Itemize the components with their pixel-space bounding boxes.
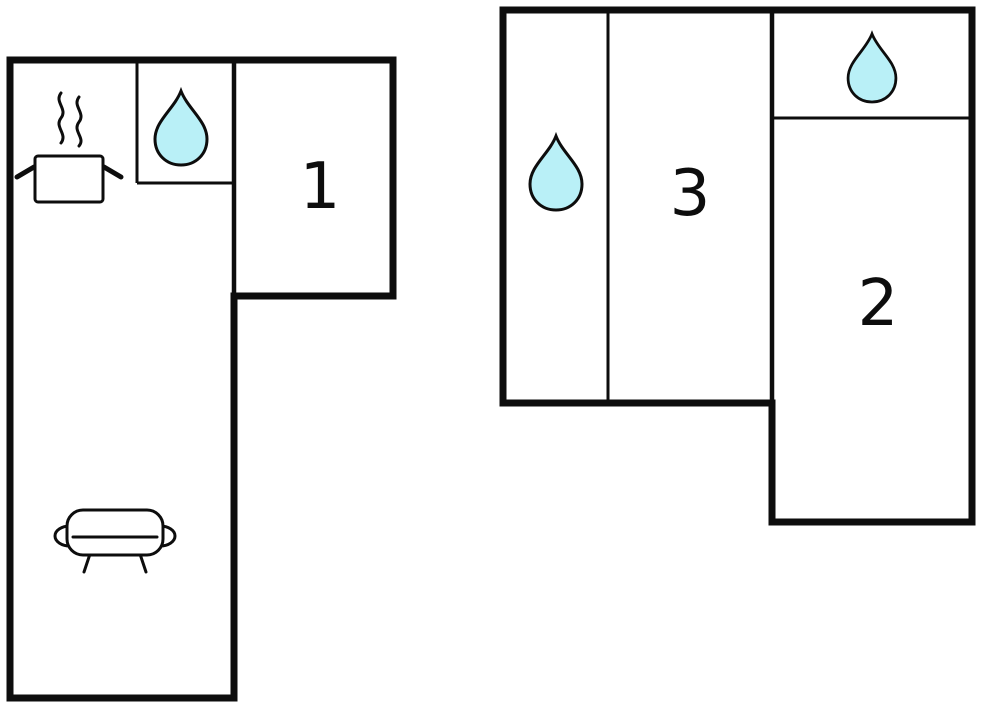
pot-handle-left [14, 164, 37, 180]
sofa-body [65, 508, 165, 557]
stove-icon [14, 91, 124, 204]
right-unit-outline [499, 6, 976, 526]
pot-handle-right [101, 164, 124, 180]
sofa-leg-right [138, 552, 148, 574]
room2-label: 2 [858, 267, 899, 341]
steam-line-icon [57, 91, 65, 145]
sofa-leg-left [82, 552, 92, 574]
pot-body [33, 154, 105, 204]
steam-line-icon [75, 95, 83, 148]
room1-label: 1 [300, 150, 341, 224]
sofa-icon [53, 508, 177, 574]
room3-label: 3 [670, 157, 711, 231]
